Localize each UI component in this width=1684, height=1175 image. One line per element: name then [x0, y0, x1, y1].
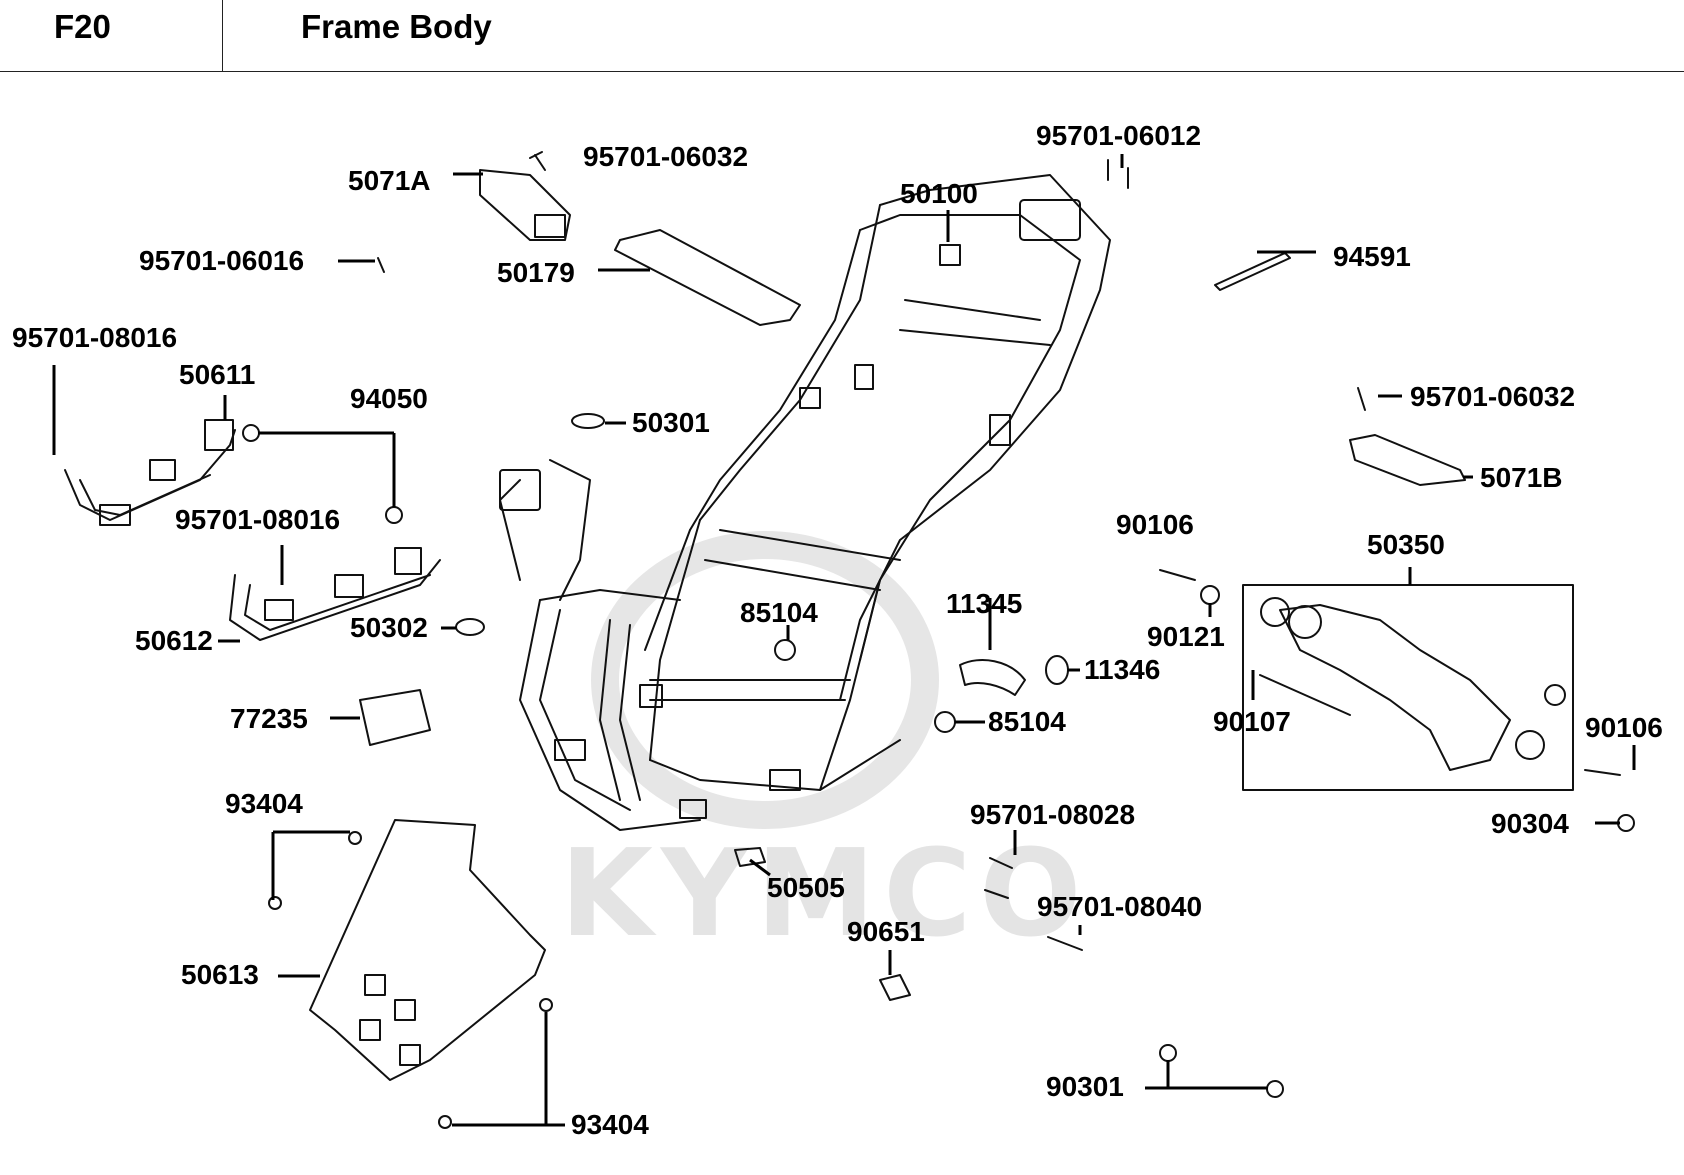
part-label-5071B: 5071B: [1480, 462, 1563, 493]
section-code: F20: [54, 8, 111, 45]
part-label-50613: 50613: [181, 959, 259, 990]
part-5071A: [479, 169, 571, 241]
main-frame: [499, 174, 1111, 831]
leader-lines: [52, 154, 1636, 1127]
part-label-95701-08016-mid: 95701-08016: [175, 504, 341, 535]
part-5071B: [1349, 434, 1466, 486]
part-label-94591: 94591: [1333, 241, 1411, 272]
part-94591: [1214, 252, 1291, 291]
part-label-93404-top: 93404: [225, 788, 303, 819]
part-label-50301: 50301: [632, 407, 710, 438]
header-divider: [222, 0, 223, 72]
part-label-77235: 77235: [230, 703, 308, 734]
part-label-85104-bottom: 85104: [988, 706, 1066, 737]
bolt-95701-06032-top: [529, 151, 546, 171]
part-label-95701-08040: 95701-08040: [1037, 891, 1203, 922]
part-label-93404-bottom: 93404: [571, 1109, 649, 1140]
part-label-90106-right: 90106: [1585, 712, 1663, 743]
part-label-90106-top: 90106: [1116, 509, 1194, 540]
bolt-90106-right: [1584, 769, 1621, 776]
part-50611: [64, 419, 236, 526]
part-label-50302: 50302: [350, 612, 428, 643]
bolt-95701-08040: [1047, 936, 1083, 951]
part-label-90121: 90121: [1147, 621, 1225, 652]
part-label-11346: 11346: [1084, 654, 1161, 685]
grommet-50302: [455, 618, 485, 636]
part-label-95701-06032-top: 95701-06032: [583, 141, 749, 172]
bolt-95701-06012: [1107, 159, 1129, 189]
exploded-view-drawing: [52, 151, 1636, 1129]
part-50179: [614, 229, 801, 326]
bolt-95701-06016: [377, 257, 385, 273]
part-label-50179: 50179: [497, 257, 575, 288]
bolt-90106: [1159, 569, 1220, 605]
part-label-90651: 90651: [847, 916, 925, 947]
bolt-90107: [1259, 674, 1351, 716]
clamp-90651: [879, 974, 911, 1001]
part-label-50350: 50350: [1367, 529, 1445, 560]
part-50612: [229, 547, 441, 641]
part-label-50100: 50100: [900, 178, 978, 209]
part-label-95701-08016-left: 95701-08016: [12, 322, 178, 353]
watermark-brand: KYMCO: [560, 825, 1090, 964]
clamp-11346: [1045, 655, 1069, 685]
part-label-50612: 50612: [135, 625, 213, 656]
part-77235: [359, 689, 431, 746]
part-label-95701-06016: 95701-06016: [139, 245, 305, 276]
part-label-85104-top: 85104: [740, 597, 818, 628]
diagram-header: F20 Frame Body: [0, 0, 1684, 72]
part-label-94050: 94050: [350, 383, 428, 414]
part-label-90301: 90301: [1046, 1071, 1124, 1102]
part-label-5071A: 5071A: [348, 165, 431, 196]
bolt-93404-pair: [268, 831, 553, 1129]
part-50613: [309, 819, 546, 1081]
part-label-95701-06032-right: 95701-06032: [1410, 381, 1576, 412]
part-50505: [734, 847, 766, 867]
nut-90304: [1617, 814, 1635, 832]
part-label-11345: 11345: [946, 588, 1023, 619]
part-label-95701-06012: 95701-06012: [1036, 120, 1202, 151]
part-50350: [1242, 584, 1574, 791]
part-label-50505: 50505: [767, 872, 845, 903]
bolt-95701-06032-right: [1357, 387, 1366, 411]
part-label-90107: 90107: [1213, 706, 1291, 737]
bolt-95701-08028: [984, 857, 1013, 899]
part-11345: [959, 659, 1026, 696]
page-title: Frame Body: [301, 8, 492, 45]
part-label-95701-08028: 95701-08028: [970, 799, 1136, 830]
grommet-50301: [571, 413, 605, 429]
part-label-50611: 50611: [179, 359, 256, 390]
part-label-90304: 90304: [1491, 808, 1569, 839]
